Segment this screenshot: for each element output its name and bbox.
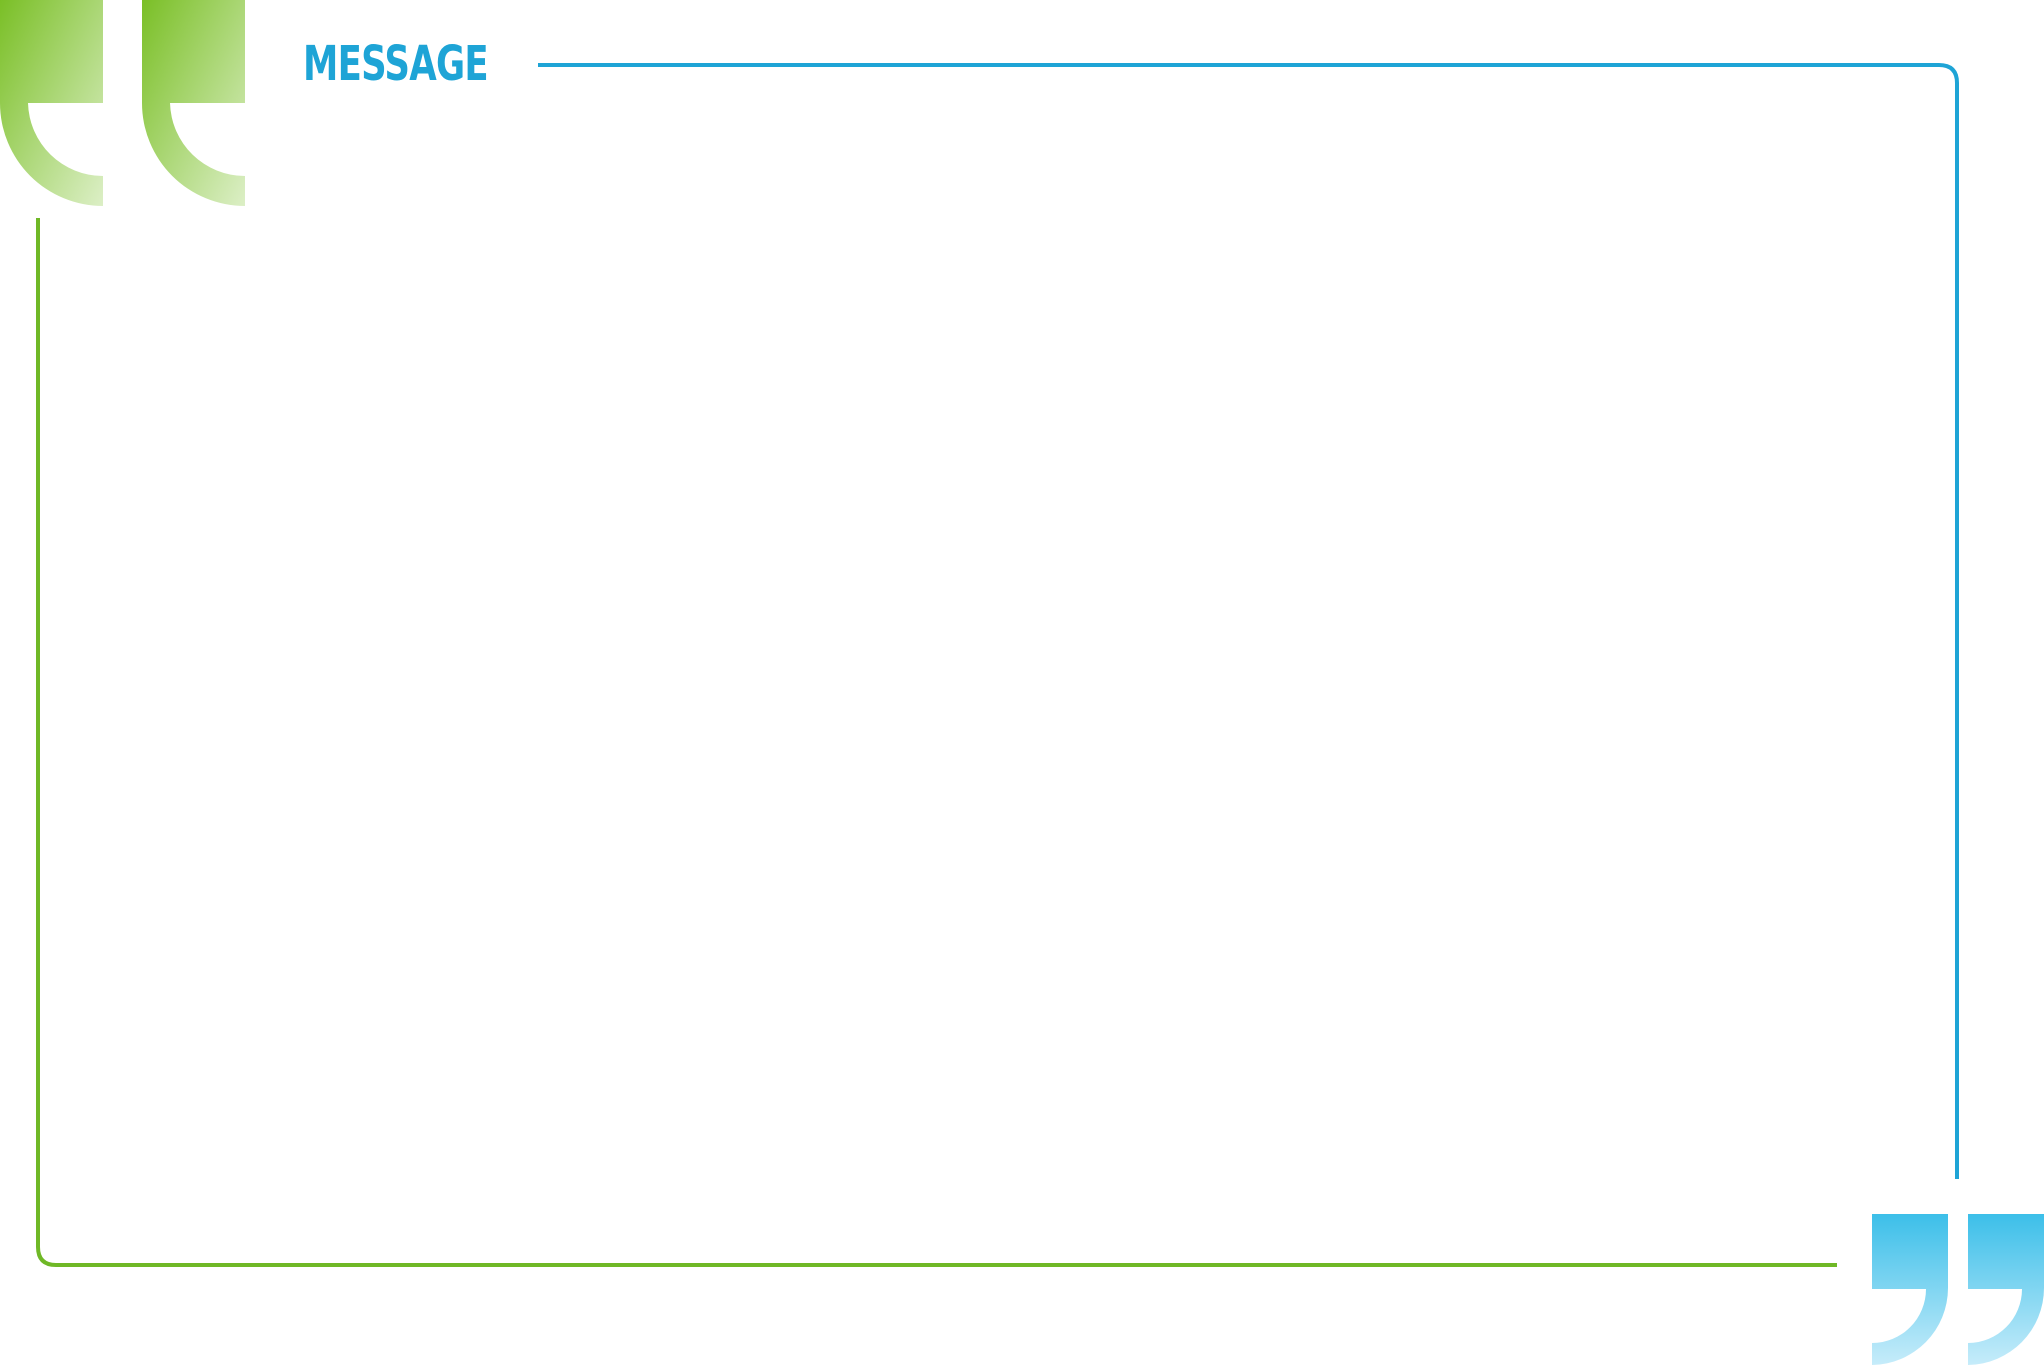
frame-border-bottom-left	[36, 218, 1837, 1267]
frame-border-top-right	[538, 63, 1959, 1179]
message-heading: MESSAGE	[303, 36, 489, 92]
open-quote-icon	[0, 0, 245, 206]
close-quote-icon	[1872, 1214, 2044, 1365]
